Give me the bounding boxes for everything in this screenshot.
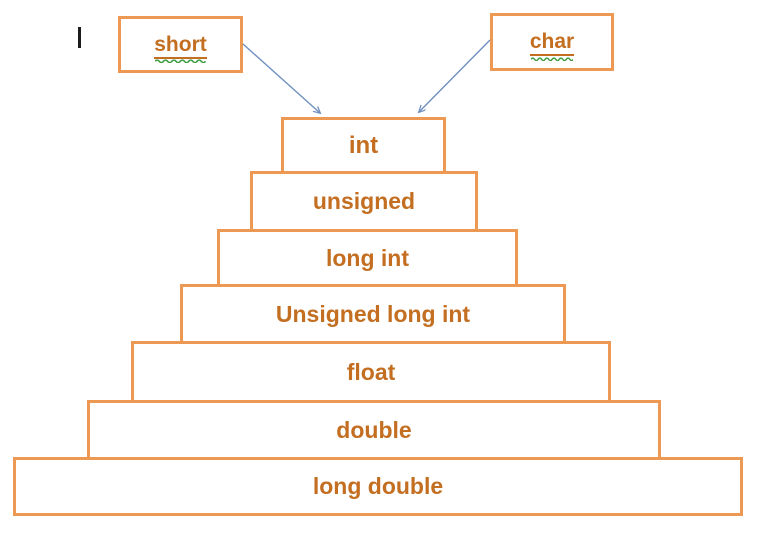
box-char[interactable]: char xyxy=(490,13,614,71)
arrow-char-to-int xyxy=(419,39,491,112)
pyramid-label: int xyxy=(348,131,379,159)
pyramid-label: float xyxy=(346,358,396,385)
pyramid-label: unsigned xyxy=(312,188,416,214)
pyramid-box-long-double[interactable]: long double xyxy=(13,457,743,516)
pyramid-box-long-int[interactable]: long int xyxy=(217,229,518,287)
pyramid-box-unsigned[interactable]: unsigned xyxy=(250,171,478,232)
spellcheck-squiggle xyxy=(155,59,206,64)
pyramid-box-unsigned-long-int[interactable]: Unsigned long int xyxy=(180,284,566,344)
pyramid-label: double xyxy=(336,416,412,443)
spellcheck-squiggle xyxy=(530,56,574,61)
pyramid-box-double[interactable]: double xyxy=(87,400,661,460)
box-char-label: char xyxy=(529,30,575,61)
pyramid-label: Unsigned long int xyxy=(275,300,471,327)
pyramid-label: long int xyxy=(325,244,410,271)
pyramid-box-float[interactable]: float xyxy=(131,341,611,403)
pyramid-box-int[interactable]: int xyxy=(281,117,446,174)
box-short-label: short xyxy=(154,32,207,64)
text-cursor xyxy=(78,27,81,48)
arrow-short-to-int xyxy=(242,43,320,113)
pyramid-label: long double xyxy=(312,473,444,499)
box-short[interactable]: short xyxy=(118,16,243,73)
